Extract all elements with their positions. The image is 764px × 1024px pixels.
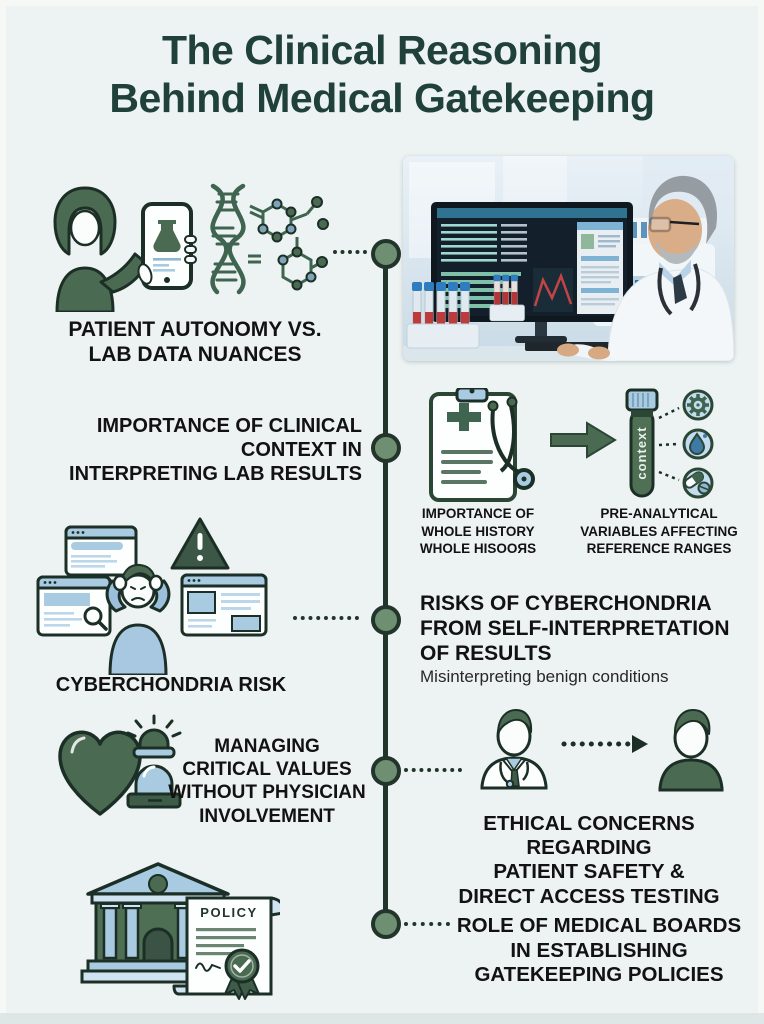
medical-board-illustration: POLICY (80, 858, 285, 1010)
section4-caption: ETHICAL CONCERNS REGARDING PATIENT SAFET… (458, 812, 720, 908)
timeline-node-4 (371, 756, 401, 786)
context-test-tube-icon (625, 388, 659, 498)
section3-title: RISKS OF CYBERCHONDRIA FROM SELF-INTERPR… (420, 592, 730, 666)
doctor-icon (480, 709, 548, 790)
browser-window-icon (180, 573, 268, 637)
patient-autonomy-illustration (53, 183, 329, 312)
gear-glyph (687, 394, 709, 416)
timeline-node-5 (371, 909, 401, 939)
molecule-structure-icon (248, 196, 329, 291)
dashed-links (658, 406, 680, 482)
timeline-node-2 (371, 433, 401, 463)
browser-window-icon (64, 525, 138, 577)
context-tube-label: context (634, 426, 649, 480)
timeline-connector-1 (333, 250, 367, 254)
browser-window-icon (36, 575, 112, 637)
section2-caption-history: IMPORTANCE OF WHOLE HISTORY WHOLE HISOOЯ… (419, 506, 537, 557)
approval-seal-icon (224, 948, 260, 1000)
timeline-connector-4 (404, 768, 462, 772)
section5-caption: ROLE OF MEDICAL BOARDS IN ESTABLISHING G… (456, 914, 742, 987)
smartphone-lab-app-icon (137, 202, 197, 290)
critical-values-illustration (58, 714, 182, 816)
doctor-figure (557, 175, 734, 361)
timeline-connector-5 (404, 922, 450, 926)
medical-chart-clipboard-icon (429, 388, 517, 502)
siren-rays (126, 714, 182, 738)
search-icon (83, 606, 108, 631)
timeline-node-3 (371, 605, 401, 635)
section4-label: MANAGING CRITICAL VALUES WITHOUT PHYSICI… (168, 736, 366, 827)
timeline-connector-3 (293, 616, 359, 620)
section3-caption: CYBERCHONDRIA RISK (55, 674, 287, 696)
section1-caption: PATIENT AUTONOMY VS. LAB DATA NUANCES (68, 318, 322, 366)
timeline-node-1 (371, 239, 401, 269)
capsule-glyph (683, 471, 705, 489)
woman-with-phone-icon (53, 186, 149, 312)
page-title: The Clinical Reasoning Behind Medical Ga… (109, 27, 655, 122)
ethical-concerns-illustration (480, 709, 724, 792)
cyberchondria-illustration (36, 517, 268, 675)
warning-triangle-icon (170, 517, 230, 570)
emergency-siren-icon (126, 714, 182, 809)
section3-subtitle: Misinterpreting benign conditions (420, 667, 669, 686)
stethoscope-icon (487, 396, 535, 490)
patient-icon (658, 709, 724, 792)
policy-label: POLICY (200, 905, 258, 920)
worried-person-icon (105, 563, 171, 675)
doctor-reviewing-lab-results-photo (403, 156, 734, 361)
section2-caption-preanalytical: PRE-ANALYTICAL VARIABLES AFFECTING REFER… (580, 506, 738, 557)
timeline-line (383, 254, 388, 926)
arrow-right-icon (550, 421, 617, 459)
dna-helix-icon (210, 183, 246, 295)
dotted-arrow-icon (561, 735, 648, 753)
droplet-glyph (688, 432, 706, 455)
test-tube-rack (406, 274, 525, 349)
droplet-dot (703, 434, 707, 438)
policy-scroll-icon (172, 896, 285, 996)
section2-left-label: IMPORTANCE OF CLINICAL CONTEXT IN INTERP… (69, 415, 362, 485)
bottom-edge-strip (0, 1013, 764, 1024)
clinical-context-illustration (429, 388, 714, 502)
